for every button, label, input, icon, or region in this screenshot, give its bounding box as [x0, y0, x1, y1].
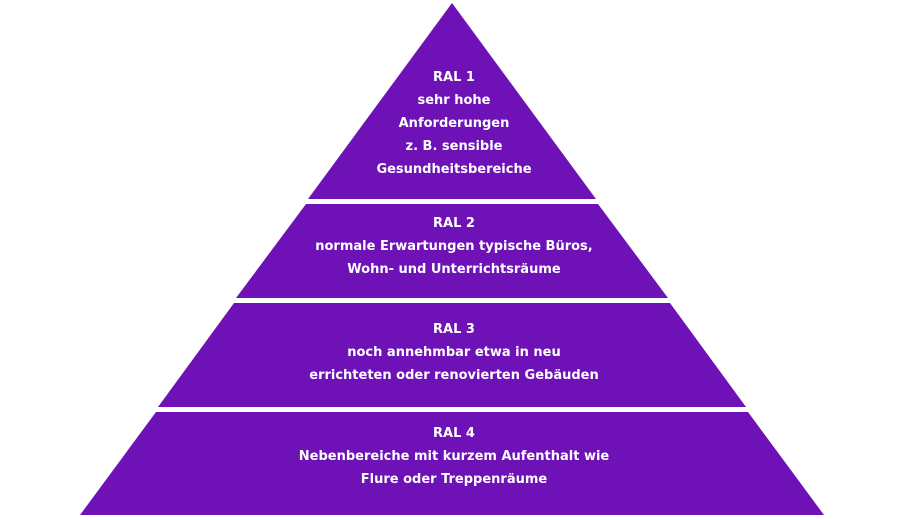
- tier-title: RAL 3: [433, 322, 475, 337]
- tier-text-line: Flure oder Treppenräume: [360, 472, 548, 487]
- tier-text-line: Wohn- und Unterrichtsräume: [347, 262, 561, 277]
- tier-label-ral-4: RAL 4 Nebenbereiche mit kurzem Aufenthal…: [0, 422, 908, 491]
- tier-title: RAL 1: [433, 70, 475, 85]
- tier-text-line: noch annehmbar etwa in neu: [347, 345, 561, 360]
- tier-label-ral-1: RAL 1 sehr hohe Anforderungen z. B. sens…: [0, 66, 908, 181]
- tier-label-ral-3: RAL 3 noch annehmbar etwa in neu erricht…: [0, 318, 908, 387]
- tier-title: RAL 2: [433, 216, 475, 231]
- tier-text-line: errichteten oder renovierten Gebäuden: [309, 368, 599, 383]
- pyramid-tier-1: [308, 3, 596, 199]
- tier-text-line: z. B. sensible: [405, 139, 503, 154]
- tier-text-line: Anforderungen: [398, 116, 510, 131]
- tier-text-line: Gesundheitsbereiche: [376, 162, 532, 177]
- tier-text-line: normale Erwartungen typische Büros,: [315, 239, 593, 254]
- pyramid-tier-3: [158, 303, 746, 407]
- tier-text-line: Nebenbereiche mit kurzem Aufenthalt wie: [298, 449, 610, 464]
- tier-title: RAL 4: [433, 426, 475, 441]
- pyramid-tier-4: [80, 412, 824, 515]
- tier-label-ral-2: RAL 2 normale Erwartungen typische Büros…: [0, 212, 908, 281]
- tier-text-line: sehr hohe: [417, 93, 491, 108]
- pyramid-tier-2: [236, 204, 668, 298]
